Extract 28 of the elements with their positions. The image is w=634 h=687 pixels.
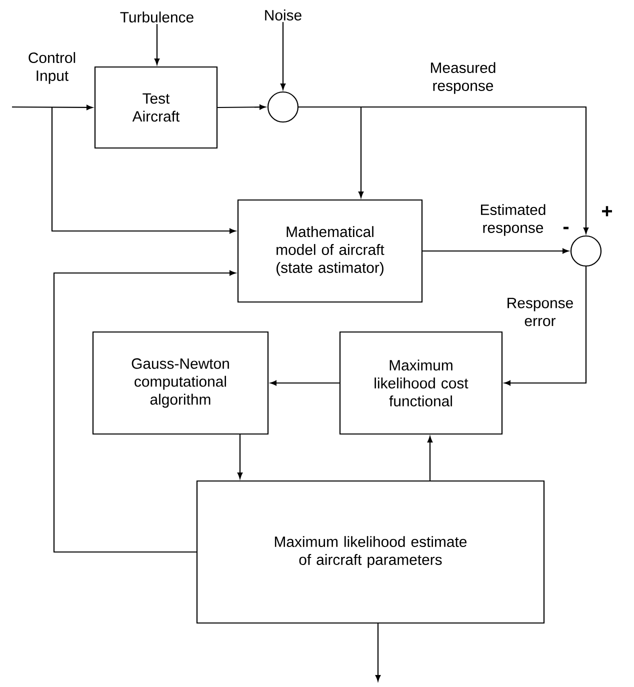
process-box: Test Aircraft [94,66,218,149]
process-box: Mathematical model of aircraft (state astimator) [237,199,423,303]
arrow [422,248,569,254]
edge-label: Control Input [21,51,83,85]
sign-label: + [602,206,612,216]
summing-junction [267,91,299,123]
edge-label: Measured response [422,61,504,95]
arrow [298,106,589,234]
arrow [504,266,587,386]
edge-label: Response error [504,296,576,328]
arrow [375,624,381,682]
edge-label: Estimated response [472,203,554,237]
arrow [218,104,266,110]
arrow [53,270,236,553]
summing-junction [570,235,602,267]
arrow [427,436,433,480]
process-box: Maximum likelihood cost functional [339,331,503,435]
arrow [51,107,236,234]
signal-label: Turbulence [120,12,194,22]
arrow [237,434,243,479]
signal-label: Noise [265,10,302,20]
arrow [280,22,286,90]
arrow [12,104,93,110]
arrow [270,380,340,386]
process-box: Maximum likelihood estimate of aircraft parameters [196,480,545,624]
process-box: Gauss-Newton computational algorithm [92,331,269,435]
sign-label: - [563,226,569,230]
arrow [154,24,160,65]
